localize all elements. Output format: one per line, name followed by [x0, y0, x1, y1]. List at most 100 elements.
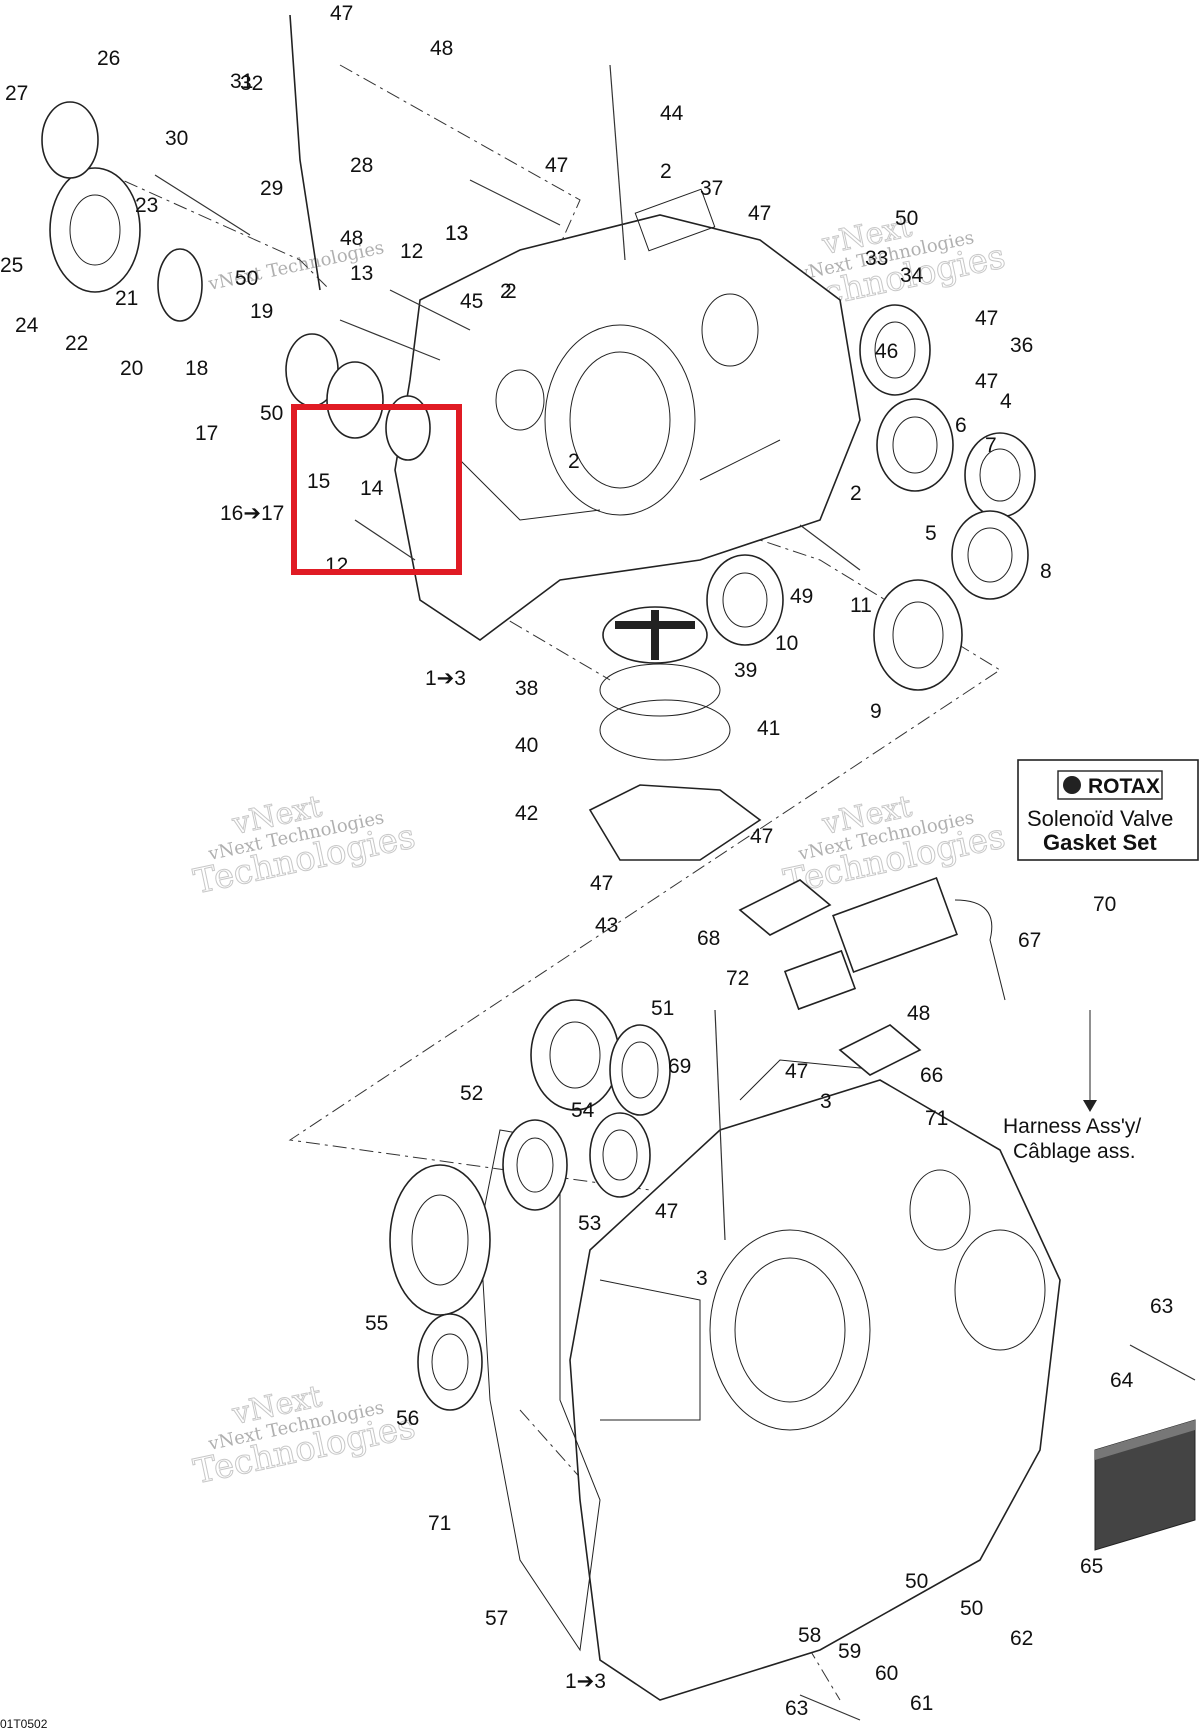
o-ring — [599, 663, 721, 717]
part-label: 68 — [697, 927, 720, 950]
part-label: 47 — [750, 825, 773, 848]
part-label: 51 — [651, 997, 674, 1020]
bearing-seat — [701, 293, 759, 367]
part-label: 53 — [578, 1212, 601, 1235]
bearing — [873, 579, 963, 691]
solenoid-coil — [783, 949, 857, 1011]
gasket-66 — [838, 1024, 922, 1076]
bearing — [609, 1024, 671, 1116]
part-label: 28 — [350, 154, 373, 177]
part-label: 22 — [65, 332, 88, 355]
part-label: 38 — [515, 677, 538, 700]
bearing — [417, 1313, 483, 1411]
part-label: 48 — [430, 37, 453, 60]
bearing — [389, 1164, 491, 1316]
pin — [1129, 1344, 1196, 1381]
part-label: 25 — [0, 254, 23, 277]
part-label: 63 — [1150, 1295, 1173, 1318]
bearing — [706, 554, 784, 646]
part-label: 24 — [15, 314, 39, 337]
part-label: 50 — [960, 1597, 983, 1620]
part-label: 2 — [850, 482, 862, 505]
harness-line1: Harness Ass'y/ — [1003, 1115, 1141, 1138]
part-label: 64 — [1110, 1369, 1134, 1392]
crankcase-lower-outline — [569, 1079, 1061, 1701]
part-label: 11 — [850, 594, 872, 617]
part-label: 42 — [515, 802, 538, 825]
part-label: 23 — [135, 194, 158, 217]
part-label: 21 — [115, 287, 138, 310]
part-label: 56 — [396, 1407, 419, 1430]
part-label: 47 — [655, 1200, 678, 1223]
part-label: 13 — [445, 222, 468, 245]
stud — [714, 1009, 726, 1241]
part-label: 65 — [1080, 1555, 1103, 1578]
crankcase-gasket — [479, 1129, 601, 1652]
kit-box: ROTAX Solenoïd Valve Gasket Set — [1017, 759, 1199, 861]
part-label: 19 — [250, 300, 273, 323]
bearing — [859, 304, 931, 396]
part-label: 37 — [700, 177, 723, 200]
part-label: 43 — [595, 914, 618, 937]
part-label: 3 — [820, 1090, 832, 1113]
part-label: 48 — [340, 227, 363, 250]
part-label: 30 — [165, 127, 188, 150]
kit-line2: Gasket Set — [1043, 830, 1157, 855]
part-label: 2 — [568, 450, 580, 473]
part-label: 67 — [1018, 929, 1041, 952]
part-label: 14 — [360, 477, 384, 500]
pump-gear — [49, 167, 141, 293]
part-label: 49 — [790, 585, 813, 608]
part-label: 18 — [185, 357, 208, 380]
part-label: 31 — [230, 70, 253, 93]
bearing — [530, 999, 620, 1111]
bolt — [354, 519, 416, 561]
part-label: 33 — [865, 247, 888, 270]
part-label: 10 — [775, 632, 798, 655]
kit-line1: Solenoïd Valve — [1027, 806, 1173, 831]
part-label: 50 — [260, 402, 283, 425]
solenoid-valve-group — [738, 876, 1097, 1112]
part-label: 46 — [875, 340, 898, 363]
part-label: 47 — [975, 370, 998, 393]
casting-rib — [739, 1059, 881, 1101]
part-label: 50 — [235, 267, 258, 290]
stud — [609, 64, 626, 261]
casting-rib — [459, 439, 781, 521]
bearings — [389, 304, 1036, 1411]
part-label: 72 — [726, 967, 749, 990]
part-label: 13 — [445, 222, 468, 245]
assembly-line — [339, 64, 581, 246]
part-label: 2 — [660, 160, 672, 183]
fasteners — [154, 64, 1196, 1721]
part-label: 61 — [910, 1692, 933, 1715]
part-label: 47 — [785, 1060, 808, 1083]
crankshaft-bore — [544, 324, 696, 516]
casting-rib — [599, 1279, 701, 1421]
part-number-labels: 27 26 30 32 31 47 48 28 29 23 25 24 21 2… — [0, 2, 1173, 1720]
part-label: 50 — [905, 1570, 928, 1593]
pump-housing — [157, 248, 203, 322]
bearing — [876, 398, 954, 492]
crankshaft-bore-inner — [569, 351, 671, 489]
part-label: 47 — [590, 872, 613, 895]
crankshaft-bore-inner — [734, 1257, 846, 1403]
part-label: 71 — [428, 1512, 451, 1535]
part-label: 41 — [757, 717, 780, 740]
pump-seal — [385, 395, 431, 461]
bolt — [469, 179, 561, 226]
part-label: 50 — [895, 207, 918, 230]
part-label: 5 — [925, 522, 937, 545]
lower-crankcase — [569, 1059, 1061, 1701]
part-label: 55 — [365, 1312, 388, 1335]
part-label: 34 — [900, 264, 924, 287]
crankcase-upper-outline — [394, 214, 861, 641]
filter-block — [1094, 1419, 1196, 1551]
crankshaft-bore — [709, 1229, 871, 1431]
part-label: 66 — [920, 1064, 943, 1087]
oil-strainer-group — [588, 606, 762, 861]
part-label: 47 — [330, 2, 353, 25]
rotax-logo-icon — [1063, 776, 1081, 794]
part-label: 62 — [1010, 1627, 1033, 1650]
shaft — [799, 524, 861, 571]
